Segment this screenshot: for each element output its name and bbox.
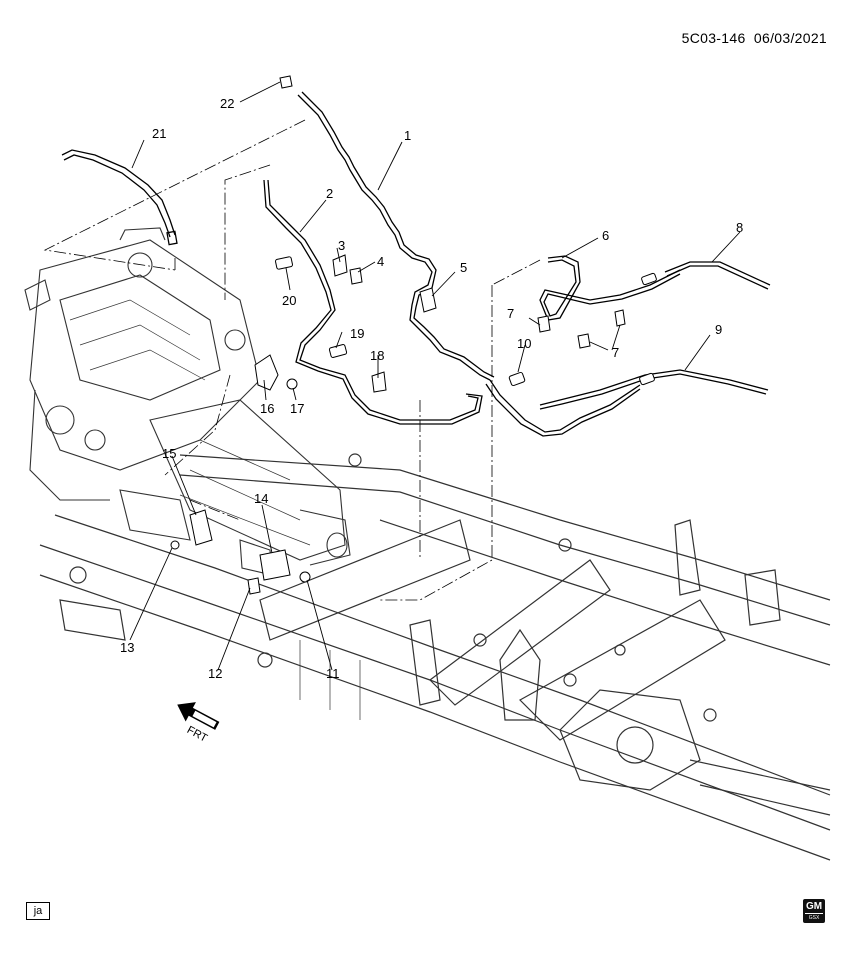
clip-7c bbox=[614, 309, 626, 327]
engine-assembly bbox=[24, 227, 261, 501]
transmission-assembly bbox=[119, 399, 351, 576]
corner-code-box: ja bbox=[26, 902, 50, 920]
clip-7b bbox=[577, 333, 591, 349]
logo-subtext: GSX bbox=[808, 915, 820, 921]
callout-6: 6 bbox=[602, 228, 609, 243]
callout-15: 15 bbox=[162, 446, 176, 461]
callout-labels: 1 2 3 4 5 6 7 7 7 8 9 10 11 12 13 14 15 … bbox=[120, 96, 743, 681]
fuel-line-1 bbox=[297, 94, 491, 381]
callout-3: 3 bbox=[338, 238, 345, 253]
callout-22: 22 bbox=[220, 96, 234, 111]
bracket-14 bbox=[259, 549, 291, 581]
front-direction-arrow: FRT bbox=[177, 702, 220, 745]
fuel-line-6 bbox=[539, 255, 681, 321]
callout-11: 11 bbox=[326, 666, 340, 681]
bracket-15 bbox=[189, 509, 213, 546]
fuel-line-21 bbox=[61, 149, 176, 236]
logo-text: GM bbox=[805, 901, 823, 914]
retainer-5 bbox=[419, 287, 437, 313]
callout-10: 10 bbox=[517, 336, 531, 351]
callout-9: 9 bbox=[715, 322, 722, 337]
callout-8: 8 bbox=[736, 220, 743, 235]
leader-lines bbox=[43, 119, 541, 601]
gm-logo: GM GSX bbox=[803, 899, 825, 923]
callout-14: 14 bbox=[254, 491, 268, 506]
connector-22 bbox=[279, 75, 293, 89]
sleeve-10 bbox=[508, 371, 526, 387]
chassis-frame bbox=[39, 453, 831, 861]
bolt-11 bbox=[299, 571, 311, 583]
doc-date: 06/03/2021 bbox=[753, 30, 827, 46]
clip-3 bbox=[332, 254, 348, 277]
callout-4: 4 bbox=[377, 254, 384, 269]
callout-12: 12 bbox=[208, 666, 222, 681]
callout-19: 19 bbox=[350, 326, 364, 341]
front-arrow-label: FRT bbox=[185, 724, 210, 745]
callout-5: 5 bbox=[460, 260, 467, 275]
callout-leaders bbox=[129, 81, 741, 671]
fuel-lines bbox=[61, 91, 771, 437]
clip-4 bbox=[349, 267, 363, 285]
callout-16: 16 bbox=[260, 401, 274, 416]
callout-1: 1 bbox=[404, 128, 411, 143]
sleeve-20 bbox=[275, 256, 293, 270]
callout-17: 17 bbox=[290, 401, 304, 416]
doc-number: 5C03-146 bbox=[681, 30, 746, 46]
sleeve-19 bbox=[328, 344, 348, 358]
nut-17 bbox=[286, 378, 298, 390]
document-id: 5C03-146 06/03/2021 bbox=[682, 30, 827, 46]
callout-18: 18 bbox=[370, 348, 384, 363]
clip-18 bbox=[371, 371, 387, 393]
clip-12 bbox=[247, 577, 261, 595]
bracket-16 bbox=[254, 354, 279, 391]
callout-21: 21 bbox=[152, 126, 166, 141]
clips-and-fasteners bbox=[170, 75, 657, 595]
callout-7b: 7 bbox=[612, 345, 619, 360]
clip-7a bbox=[537, 315, 551, 333]
callout-7a: 7 bbox=[507, 306, 514, 321]
callout-2: 2 bbox=[326, 186, 333, 201]
fuel-line-2 bbox=[267, 179, 479, 421]
fuel-line-9 bbox=[539, 369, 769, 406]
callout-13: 13 bbox=[120, 640, 134, 655]
bolt-13 bbox=[170, 540, 180, 550]
fuel-line-8 bbox=[664, 261, 771, 286]
callout-20: 20 bbox=[282, 293, 296, 308]
